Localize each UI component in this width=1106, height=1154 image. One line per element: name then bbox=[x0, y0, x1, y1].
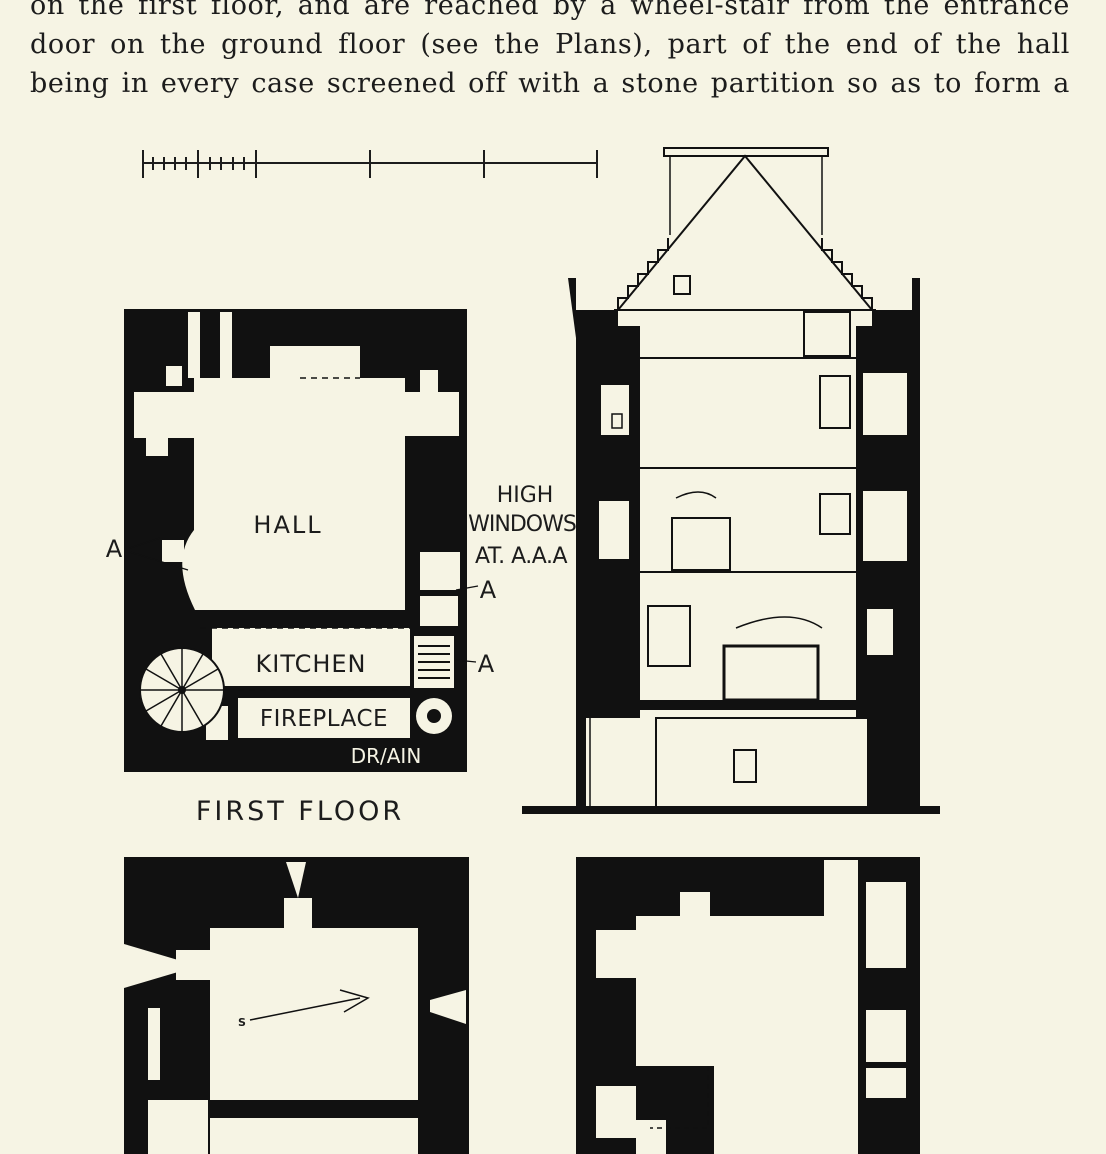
text-line-1: on the first floor, and are reached by a… bbox=[30, 0, 1070, 21]
section-elevation bbox=[522, 147, 940, 814]
label-windows: WINDOWS bbox=[468, 512, 576, 537]
text-line-2: door on the ground floor (see the Plans)… bbox=[30, 29, 1070, 60]
body-text-paragraph: on the first floor, and are reached by a… bbox=[30, 0, 1070, 103]
first-floor-plan: HALL KITCHEN FIREPLACE DR/AIN A bbox=[106, 309, 467, 772]
scale-bar bbox=[142, 150, 598, 178]
basement-plan bbox=[576, 857, 920, 1154]
label-compass-s: S bbox=[238, 1016, 246, 1029]
mark-a-left: A bbox=[106, 535, 123, 563]
label-high: HIGH bbox=[497, 483, 554, 508]
mark-a-right-lower: A bbox=[478, 650, 495, 678]
text-line-3: being in every case screened off with a … bbox=[30, 68, 1070, 99]
ground-floor-plan: S bbox=[124, 857, 469, 1154]
label-fireplace: FIREPLACE bbox=[260, 706, 388, 732]
mark-a-right-upper: A bbox=[480, 576, 497, 604]
label-kitchen: KITCHEN bbox=[256, 650, 367, 678]
label-drain: DR/AIN bbox=[351, 744, 422, 768]
caption-first-floor: FIRST FLOOR bbox=[196, 796, 404, 827]
wheel-stair bbox=[139, 647, 225, 733]
label-hall: HALL bbox=[253, 511, 322, 539]
label-at-aaa: AT. A.A.A bbox=[475, 544, 567, 569]
